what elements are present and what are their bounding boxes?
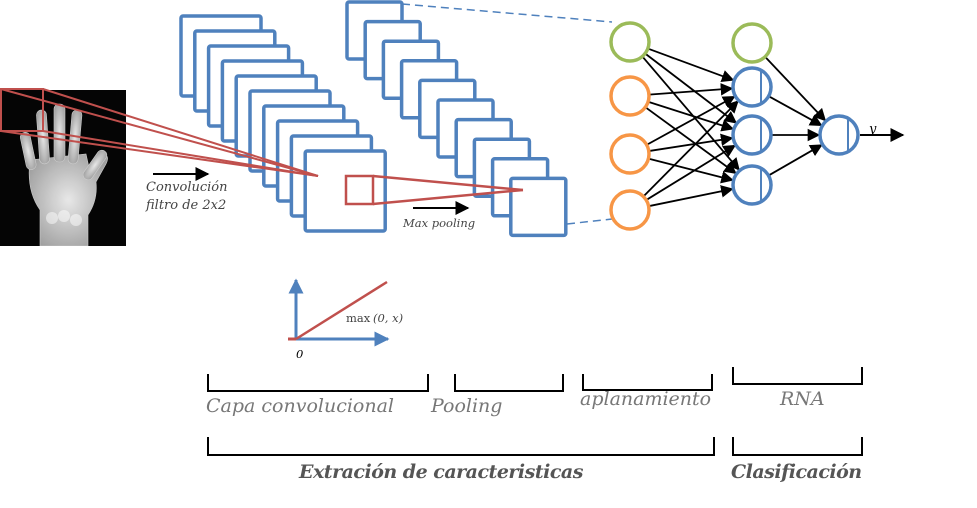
output-y-label: y bbox=[869, 122, 877, 137]
bracket-clasificacion bbox=[732, 437, 863, 456]
convolution-label-line1: Convolución bbox=[146, 180, 228, 195]
bracket-rna bbox=[732, 367, 863, 385]
flatten-neuron-input bbox=[609, 133, 651, 175]
ann-edge bbox=[768, 95, 823, 127]
pool-filter-window bbox=[344, 174, 375, 206]
ann-edge bbox=[768, 144, 823, 177]
ann-edge bbox=[642, 100, 739, 198]
projection-line bbox=[372, 174, 524, 192]
ann-edge bbox=[764, 56, 827, 122]
pooling-feature-maps bbox=[345, 0, 568, 238]
bracket-extraccion bbox=[207, 437, 715, 456]
ann-edge bbox=[644, 106, 737, 174]
flatten-neuron-input bbox=[609, 75, 651, 117]
convolution-label-line2: filtro de 2x2 bbox=[146, 198, 227, 213]
ann-edge bbox=[647, 47, 735, 83]
ann-edge bbox=[647, 100, 735, 132]
ann-edge bbox=[646, 95, 736, 146]
projection-line bbox=[42, 88, 319, 177]
ann-edge bbox=[648, 83, 734, 96]
ann-edge bbox=[644, 52, 738, 124]
relu-plot bbox=[288, 278, 390, 347]
output-neuron-hidden bbox=[818, 114, 860, 156]
relu-positive-segment bbox=[295, 280, 388, 341]
hidden-layer-neuron-hidden bbox=[731, 114, 773, 156]
convolution-feature-maps bbox=[179, 14, 387, 233]
ann-edge bbox=[648, 133, 734, 152]
section-pooling: Pooling bbox=[431, 395, 503, 417]
section-extraccion: Extración de caracteristicas bbox=[299, 461, 583, 483]
projection-line bbox=[372, 188, 524, 206]
relu-origin-label: 0 bbox=[296, 347, 304, 361]
section-rna: RNA bbox=[780, 388, 825, 410]
hidden-layer-neuron-hidden bbox=[731, 66, 773, 108]
flatten-connector-bottom bbox=[566, 218, 613, 225]
section-brackets bbox=[207, 367, 863, 456]
ann-connections bbox=[641, 47, 827, 208]
section-capa-convolucional: Capa convolucional bbox=[206, 395, 394, 417]
ann-edge bbox=[648, 157, 734, 184]
flatten-neuron-input bbox=[609, 189, 651, 231]
bracket-capa-convolucional bbox=[207, 374, 429, 392]
projection-line bbox=[0, 130, 319, 177]
hidden-layer-neuron-bias bbox=[731, 22, 773, 64]
flatten-neuron-bias bbox=[609, 21, 651, 63]
filter-projection-pool bbox=[344, 174, 524, 206]
relu-formula-func: max bbox=[346, 311, 371, 325]
filter-projection-input bbox=[0, 88, 319, 177]
bracket-pooling bbox=[454, 374, 564, 392]
pool-feature-map bbox=[509, 176, 568, 238]
max-pooling-label: Max pooling bbox=[403, 216, 476, 230]
section-aplanamiento: aplanamiento bbox=[580, 388, 712, 410]
projection-line bbox=[0, 88, 319, 177]
relu-formula-args: (0, x) bbox=[373, 311, 404, 325]
input-filter-window bbox=[0, 88, 44, 132]
section-clasificacion: Clasificación bbox=[731, 461, 862, 483]
projection-line bbox=[42, 130, 319, 177]
bracket-aplanamiento bbox=[582, 374, 713, 391]
hidden-layer-neuron-hidden bbox=[731, 164, 773, 206]
ann-edge bbox=[645, 144, 737, 201]
ann-neurons bbox=[609, 21, 860, 231]
ann-edge bbox=[648, 185, 734, 208]
flatten-connector-top bbox=[401, 3, 613, 23]
